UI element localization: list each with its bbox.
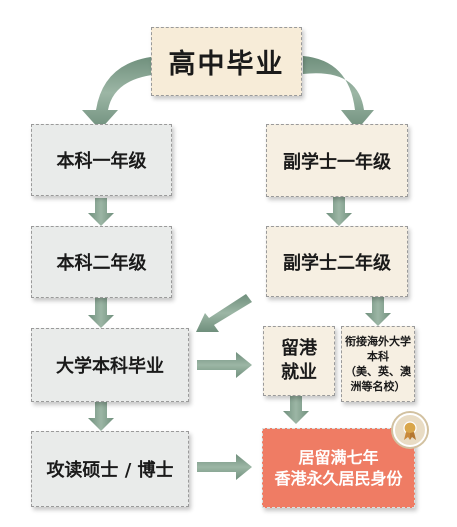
award-ribbon-icon [393, 413, 427, 447]
arrow-down-6 [283, 396, 309, 424]
node-bachelor-year2: 本科二年级 [31, 226, 172, 298]
node-associate-year1-label: 副学士一年级 [283, 151, 391, 173]
node-permanent-residency-line1: 居留满七年 [298, 448, 379, 467]
arrow-down-4 [326, 197, 352, 226]
node-permanent-residency: 居留满七年 香港永久居民身份 [262, 428, 415, 508]
node-overseas-bachelor-line2: 本科 [367, 350, 389, 363]
node-high-school: 高中毕业 [151, 27, 302, 96]
node-stay-hk-work-line1: 留港 [281, 338, 317, 359]
node-associate-year2: 副学士二年级 [266, 226, 408, 297]
arrow-down-5 [365, 297, 391, 326]
arrow-right-1 [197, 352, 252, 378]
node-masters-phd-label: 攻读硕士 / 博士 [46, 460, 174, 481]
arrow-down-1 [88, 198, 114, 226]
arrow-down-2 [88, 298, 114, 328]
node-bachelor-graduate-label: 大学本科毕业 [56, 356, 164, 377]
node-overseas-bachelor-line3: （美、英、澳 [345, 365, 411, 378]
node-associate-year2-label: 副学士二年级 [283, 252, 391, 274]
arrow-right-2 [197, 454, 252, 480]
arrow-down-3 [88, 402, 114, 431]
node-stay-hk-work-line2: 就业 [281, 362, 317, 383]
node-overseas-bachelor: 衔接海外大学 本科 （美、英、澳 洲等名校） [341, 326, 415, 402]
curved-arrow-left [82, 56, 160, 130]
node-bachelor-year2-label: 本科二年级 [56, 253, 147, 274]
node-bachelor-year1-label: 本科一年级 [56, 151, 147, 172]
node-associate-year1: 副学士一年级 [266, 124, 408, 197]
node-overseas-bachelor-line4: 洲等名校） [350, 380, 406, 393]
node-stay-hk-work: 留港 就业 [263, 326, 335, 396]
node-permanent-residency-line2: 香港永久居民身份 [274, 469, 403, 488]
node-masters-phd: 攻读硕士 / 博士 [31, 431, 189, 507]
arrow-diagonal [196, 294, 252, 332]
node-high-school-label: 高中毕业 [168, 49, 285, 80]
node-bachelor-year1: 本科一年级 [31, 124, 172, 196]
node-overseas-bachelor-line1: 衔接海外大学 [345, 335, 411, 348]
curved-arrow-right [303, 56, 374, 130]
node-bachelor-graduate: 大学本科毕业 [31, 328, 189, 402]
